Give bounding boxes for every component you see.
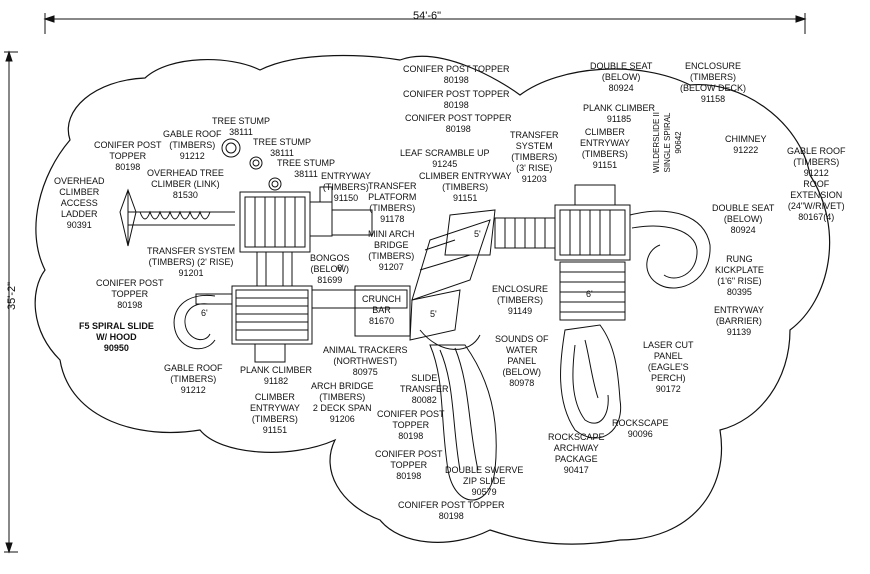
tree-stumps xyxy=(221,138,282,191)
label-f5-spiral-slide: F5 SPIRAL SLIDE W/ HOOD 90950 xyxy=(79,321,154,353)
crunch-bar-bridge xyxy=(311,285,411,337)
label-tree-stump-2: TREE STUMP 38111 xyxy=(253,137,312,158)
label-transfer-system-2: TRANSFER SYSTEM (TIMBERS) (2' RISE) 9120… xyxy=(147,246,236,278)
label-gable-roof-left-top: GABLE ROOF (TIMBERS) 91212 xyxy=(163,129,222,161)
label-double-swerve-slide: DOUBLE SWERVE ZIP SLIDE 90579 xyxy=(445,465,524,497)
label-gable-roof-left-bottom: GABLE ROOF (TIMBERS) 91212 xyxy=(164,363,223,395)
label-climber-entryway-mid: CLIMBER ENTRYWAY (TIMBERS) 91151 xyxy=(419,171,512,203)
label-conifer-topper-left-top: CONIFER POST TOPPER 80198 xyxy=(94,140,162,172)
label-conifer-topper-top-2: CONIFER POST TOPPER 80198 xyxy=(403,89,510,110)
label-conifer-topper-bottom: CONIFER POST TOPPER 80198 xyxy=(398,500,505,521)
label-transfer-platform: TRANSFER PLATFORM (TIMBERS) 91178 xyxy=(368,181,417,224)
label-plank-climber-left: PLANK CLIMBER 91182 xyxy=(240,365,313,386)
label-overhead-tree-climber: OVERHEAD TREE CLIMBER (LINK) 81530 xyxy=(147,168,224,200)
deck-height-mid: 6' xyxy=(337,263,344,273)
label-climber-entryway-left: CLIMBER ENTRYWAY (TIMBERS) 91151 xyxy=(250,392,300,435)
label-conifer-topper-left-mid: CONIFER POST TOPPER 80198 xyxy=(96,278,164,310)
rockscape-archway xyxy=(560,324,622,439)
label-enclosure-mid: ENCLOSURE (TIMBERS) 91149 xyxy=(492,284,549,316)
label-conifer-topper-top-3: CONIFER POST TOPPER 80198 xyxy=(405,113,512,134)
width-dimension: 54'-6" xyxy=(413,10,442,22)
label-arch-bridge: ARCH BRIDGE (TIMBERS) 2 DECK SPAN 91206 xyxy=(311,381,374,424)
label-mini-arch-bridge: MINI ARCH BRIDGE (TIMBERS) 91207 xyxy=(368,229,415,272)
label-rockscape: ROCKSCAPE 90096 xyxy=(612,418,669,439)
label-double-seat-top: DOUBLE SEAT (BELOW) 80924 xyxy=(590,61,653,93)
width-dimension-line xyxy=(43,13,807,34)
label-sounds-water: SOUNDS OF WATER PANEL (BELOW) 80978 xyxy=(495,334,549,388)
label-tree-stump-1: TREE STUMP 38111 xyxy=(212,116,271,137)
label-tree-stump-3: TREE STUMP 38111 xyxy=(277,158,336,179)
deck-height-5b: 5' xyxy=(430,309,437,319)
label-leaf-scramble: LEAF SCRAMBLE UP 91245 xyxy=(400,148,490,169)
label-rockscape-archway: ROCKSCAPE ARCHWAY PACKAGE 90417 xyxy=(548,432,605,475)
height-dimension-line xyxy=(4,50,18,554)
label-entryway-timbers: ENTRYWAY (TIMBERS) 91150 xyxy=(321,171,371,203)
right-deck xyxy=(554,184,631,321)
f5-spiral-slide xyxy=(173,294,216,350)
label-animal-trackers: ANIMAL TRACKERS (NORTHWEST) 80975 xyxy=(323,345,408,377)
label-entryway-barrier: ENTRYWAY (BARRIER) 91139 xyxy=(714,305,764,337)
overhead-climber-ladder xyxy=(119,188,235,247)
deck-height-left: 6' xyxy=(201,308,208,318)
label-conifer-topper-mid-1: CONIFER POST TOPPER 80198 xyxy=(377,409,445,441)
label-bongos: BONGOS (BELOW) 81699 xyxy=(310,253,350,285)
height-dimension: 35'-2" xyxy=(6,281,18,311)
label-rung-kickplate: RUNG KICKPLATE (1'6" RISE) 80395 xyxy=(715,254,764,297)
left-lower-deck xyxy=(195,285,313,363)
label-wilderslide: WILDERSLIDE II SINGLE SPIRAL 90642 xyxy=(651,112,683,173)
label-double-seat-right: DOUBLE SEAT (BELOW) 80924 xyxy=(712,203,775,235)
middle-diagonal-deck xyxy=(409,209,556,341)
use-zone-boundary xyxy=(34,54,831,545)
label-gable-roof-right: GABLE ROOF (TIMBERS) 91212 ROOF EXTENSIO… xyxy=(787,146,846,222)
deck-height-5a: 5' xyxy=(474,229,481,239)
label-conifer-topper-top-1: CONIFER POST TOPPER 80198 xyxy=(403,64,510,85)
label-climber-entryway-right: CLIMBER ENTRYWAY (TIMBERS) 91151 xyxy=(580,127,630,170)
double-swerve-zip-slide xyxy=(419,329,497,501)
deck-height-right: 6' xyxy=(586,289,593,299)
label-laser-cut-panel: LASER CUT PANEL (EAGLE'S PERCH) 90172 xyxy=(643,340,694,394)
label-enclosure-below-deck: ENCLOSURE (TIMBERS) (BELOW DECK) 91158 xyxy=(680,61,747,104)
label-plank-climber-right: PLANK CLIMBER 91185 xyxy=(583,103,656,124)
label-chimney: CHIMNEY 91222 xyxy=(725,134,767,155)
wilderslide-spiral xyxy=(629,210,711,289)
label-slide-transfer: SLIDE TRANSFER 80082 xyxy=(400,373,449,405)
label-crunch-bar: CRUNCH BAR 81670 xyxy=(362,294,401,326)
label-overhead-climber: OVERHEAD CLIMBER ACCESS LADDER 90391 xyxy=(54,176,105,230)
label-conifer-topper-mid-2: CONIFER POST TOPPER 80198 xyxy=(375,449,443,481)
label-transfer-system-3: TRANSFER SYSTEM (TIMBERS) (3' RISE) 9120… xyxy=(510,130,559,184)
